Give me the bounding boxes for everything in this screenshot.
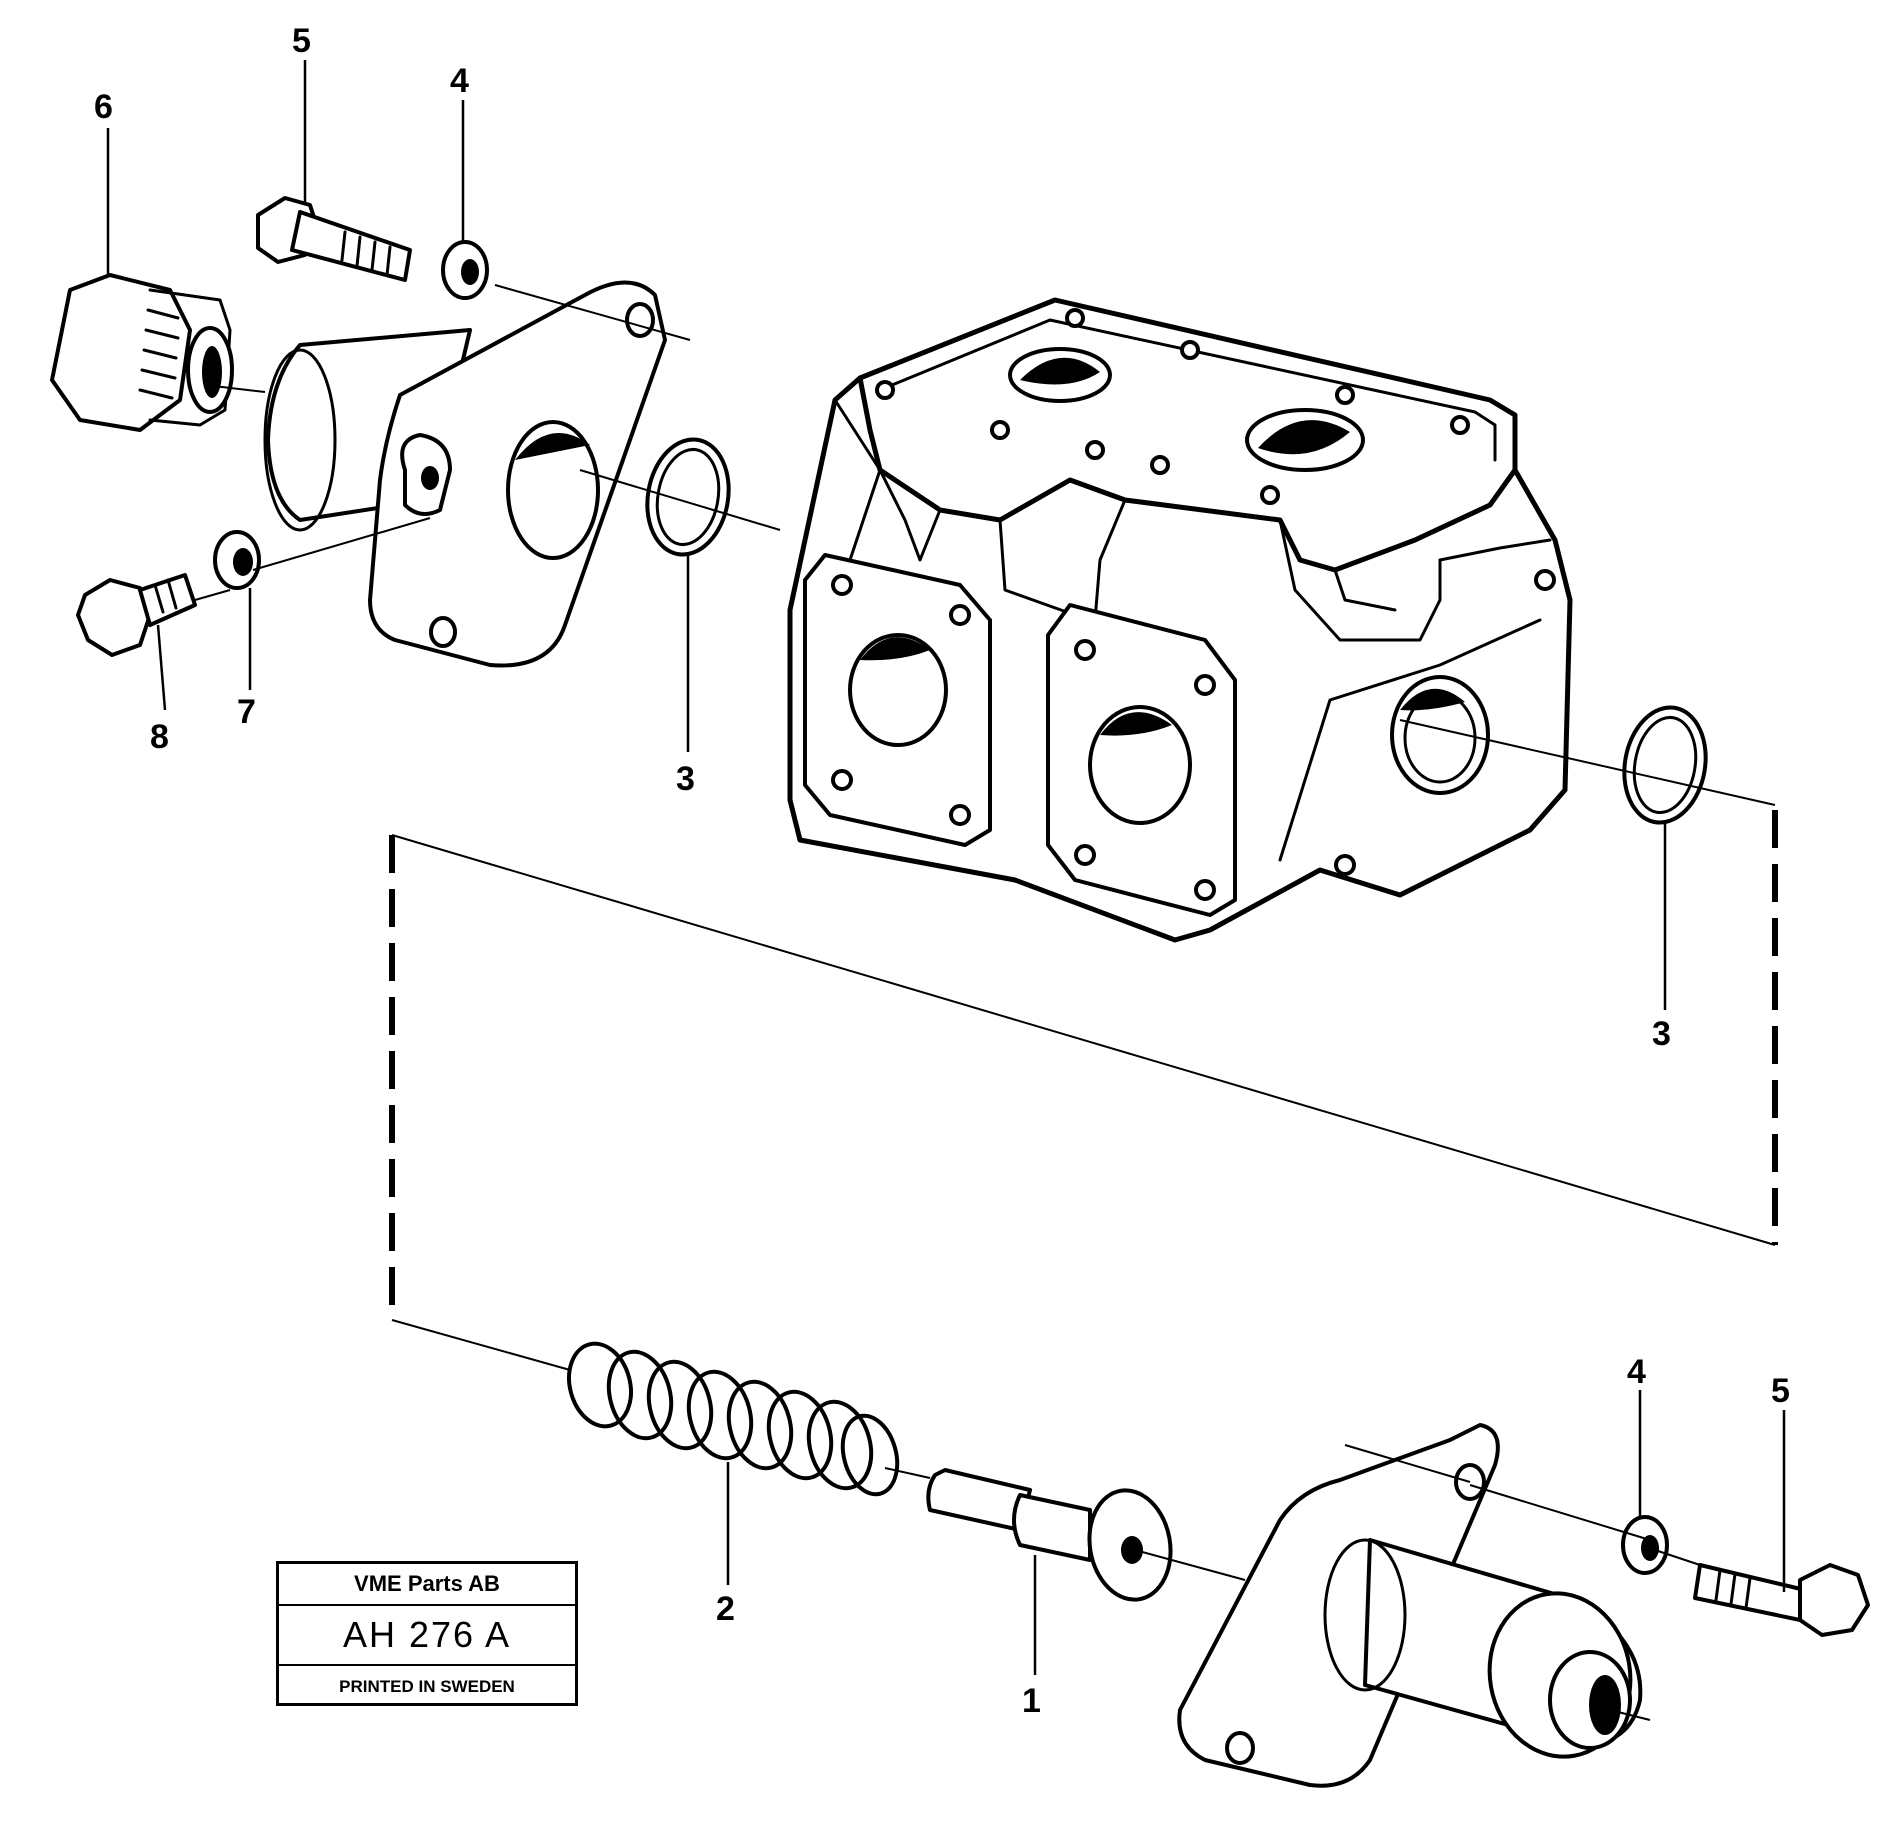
screw-5-lower	[1693, 1563, 1870, 1637]
washer-7	[213, 530, 261, 590]
o-ring-3-right	[1622, 705, 1708, 825]
stamp-code: AH 276 A	[279, 1606, 575, 1666]
stamp-company: VME Parts AB	[279, 1564, 575, 1606]
title-stamp: VME Parts AB AH 276 A PRINTED IN SWEDEN	[276, 1561, 578, 1706]
valve-spool-1	[926, 1468, 1173, 1602]
callout-7: 7	[237, 693, 256, 731]
callout-8: 8	[150, 718, 169, 756]
callout-4-upper: 4	[450, 62, 469, 100]
screw-8	[76, 573, 197, 657]
screw-5-upper	[256, 196, 412, 282]
lower-flange-cover	[1177, 1423, 1643, 1788]
explode-frame	[389, 810, 1778, 1371]
callout-6: 6	[94, 88, 113, 126]
valve-housing	[787, 297, 1573, 943]
callout-2: 2	[716, 1590, 735, 1628]
callout-5-upper: 5	[292, 22, 311, 60]
callout-4-lower: 4	[1627, 1353, 1646, 1391]
callout-3-right: 3	[1652, 1015, 1671, 1053]
plug-6	[50, 273, 234, 432]
o-ring-3-left	[645, 437, 731, 557]
callout-5-lower: 5	[1771, 1372, 1790, 1410]
callout-1: 1	[1022, 1682, 1041, 1720]
stamp-printed: PRINTED IN SWEDEN	[339, 1676, 515, 1696]
spring-2	[567, 1341, 900, 1497]
upper-flange-cover	[263, 280, 667, 668]
callout-3-left: 3	[676, 760, 695, 798]
washer-4-upper	[441, 240, 489, 300]
washer-4-lower	[1621, 1515, 1669, 1575]
